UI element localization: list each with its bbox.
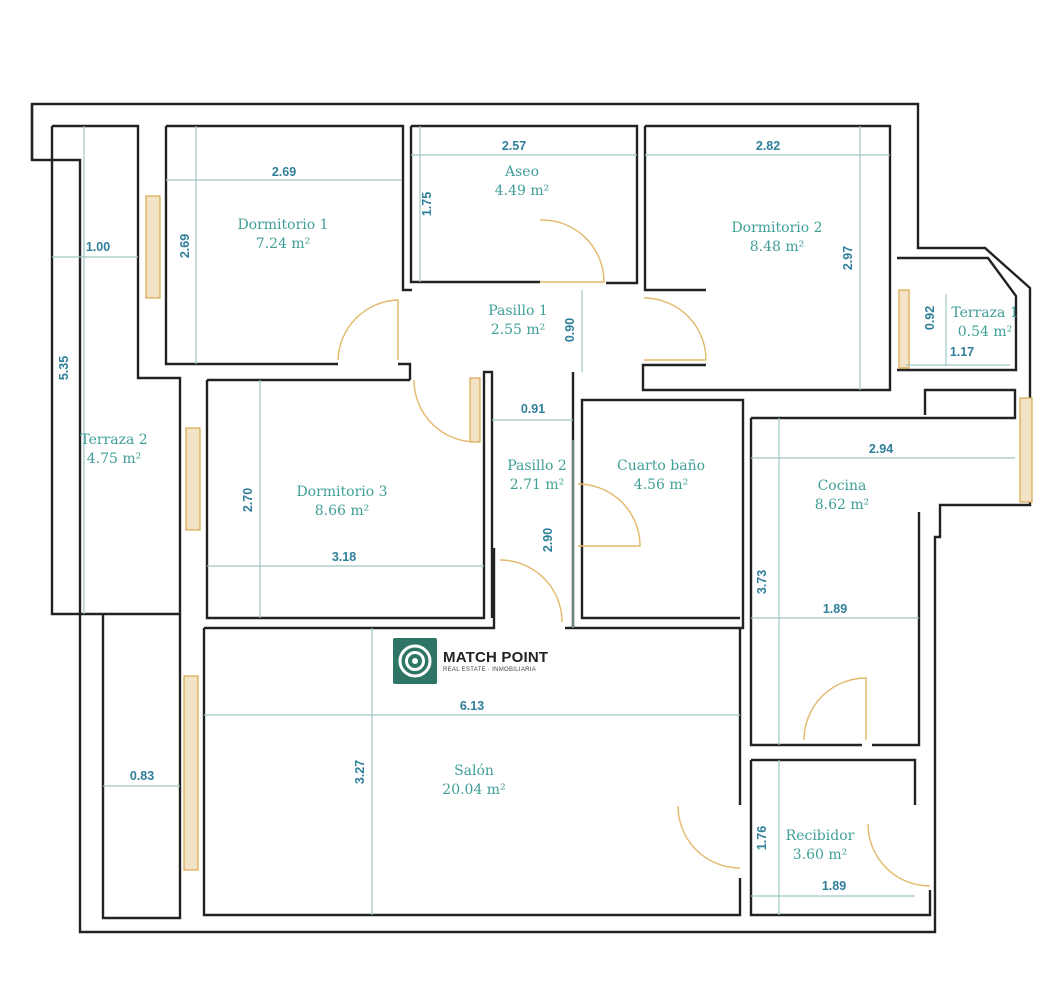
room-area-terraza1: 0.54 m² bbox=[958, 324, 1013, 340]
door-dormitorio2 bbox=[643, 297, 707, 361]
target-icon bbox=[393, 638, 437, 684]
dimension-d_pas2_w: 0.91 bbox=[521, 402, 545, 416]
room-area-pasillo2: 2.71 m² bbox=[510, 477, 565, 493]
dimension-d_terr1_h: 0.92 bbox=[923, 306, 937, 330]
room-name-cocina: Cocina bbox=[818, 478, 867, 494]
room-area-dormitorio1: 7.24 m² bbox=[256, 236, 311, 252]
window-salon bbox=[183, 675, 199, 871]
dimension-d_terr2_h: 5.35 bbox=[57, 356, 71, 380]
dimension-d_dorm2_w: 2.82 bbox=[756, 139, 780, 153]
dimension-d_cocina_w: 2.94 bbox=[869, 442, 893, 456]
dimension-d_recib_w: 1.89 bbox=[822, 879, 846, 893]
room-area-salon: 20.04 m² bbox=[442, 782, 505, 798]
door-aseo bbox=[539, 219, 605, 283]
dimension-d_terr1_w: 1.17 bbox=[950, 345, 974, 359]
walls bbox=[30, 102, 1032, 934]
room-name-terraza1: Terraza 1 bbox=[951, 305, 1018, 321]
doors bbox=[337, 219, 931, 887]
dimension-lines bbox=[52, 126, 1015, 915]
door-cuartobano bbox=[577, 483, 641, 547]
window-pasillo bbox=[469, 377, 481, 443]
brand-logo: MATCH POINT REAL ESTATE · INMOBILIARIA bbox=[393, 638, 548, 684]
dimension-d_terr2_w2: 0.83 bbox=[130, 769, 154, 783]
room-name-salon: Salón bbox=[454, 763, 494, 779]
door-dormitorio1 bbox=[337, 299, 399, 361]
room-name-dormitorio1: Dormitorio 1 bbox=[237, 217, 328, 233]
dimension-d_aseo_w: 2.57 bbox=[502, 139, 526, 153]
brand-tagline: REAL ESTATE · INMOBILIARIA bbox=[443, 667, 537, 673]
room-name-pasillo2: Pasillo 2 bbox=[507, 458, 567, 474]
dimension-d_pas2_h: 2.90 bbox=[541, 528, 555, 552]
room-name-terraza2: Terraza 2 bbox=[80, 432, 147, 448]
dimension-d_dorm1_w: 2.69 bbox=[272, 165, 296, 179]
dimension-d_recib_h: 1.76 bbox=[755, 826, 769, 850]
window-cocina bbox=[1019, 397, 1033, 503]
room-area-pasillo1: 2.55 m² bbox=[491, 322, 546, 338]
window-dormitorio1 bbox=[145, 195, 161, 299]
dimension-labels: 2.69 2.69 2.57 1.75 2.82 2.97 0.92 1.17 0.90 1.00… bbox=[57, 139, 974, 893]
room-area-dormitorio2: 8.48 m² bbox=[750, 239, 805, 255]
door-entrance bbox=[867, 823, 931, 887]
room-name-aseo: Aseo bbox=[504, 164, 539, 180]
dimension-d_aseo_h: 1.75 bbox=[420, 192, 434, 216]
room-area-recibidor: 3.60 m² bbox=[793, 847, 848, 863]
brand-name: MATCH POINT bbox=[443, 649, 549, 666]
window-terraza1 bbox=[898, 289, 910, 369]
room-area-dormitorio3: 8.66 m² bbox=[315, 503, 370, 519]
dimension-d_cocina_w2: 1.89 bbox=[823, 602, 847, 616]
dimension-d_dorm3_w: 3.18 bbox=[332, 550, 356, 564]
room-name-pasillo1: Pasillo 1 bbox=[488, 303, 548, 319]
room-area-terraza2: 4.75 m² bbox=[87, 451, 142, 467]
door-pasillo2 bbox=[499, 559, 563, 623]
dimension-d_dorm3_h: 2.70 bbox=[241, 488, 255, 512]
dimension-d_salon_w: 6.13 bbox=[460, 699, 484, 713]
room-name-recibidor: Recibidor bbox=[786, 828, 855, 844]
room-area-cuartobano: 4.56 m² bbox=[634, 477, 689, 493]
room-name-cuartobano: Cuarto baño bbox=[617, 458, 705, 474]
dimension-d_dorm1_h: 2.69 bbox=[178, 234, 192, 258]
dimension-d_cocina_h: 3.73 bbox=[755, 570, 769, 594]
dimension-d_dorm2_h: 2.97 bbox=[841, 246, 855, 270]
windows bbox=[145, 195, 1033, 871]
room-name-dormitorio2: Dormitorio 2 bbox=[731, 220, 822, 236]
door-cocina bbox=[803, 677, 867, 741]
room-area-aseo: 4.49 m² bbox=[495, 183, 550, 199]
dimension-d_pas1_h: 0.90 bbox=[563, 318, 577, 342]
dimension-d_terr2_w: 1.00 bbox=[86, 240, 110, 254]
room-labels: Dormitorio 1 7.24 m² Aseo 4.49 m² Dormitorio… bbox=[80, 164, 1018, 863]
room-area-cocina: 8.62 m² bbox=[815, 497, 870, 513]
window-dormitorio3 bbox=[185, 427, 201, 531]
room-name-dormitorio3: Dormitorio 3 bbox=[296, 484, 387, 500]
door-salon bbox=[677, 805, 741, 869]
door-dormitorio3 bbox=[413, 379, 477, 443]
dimension-d_salon_h: 3.27 bbox=[353, 760, 367, 784]
